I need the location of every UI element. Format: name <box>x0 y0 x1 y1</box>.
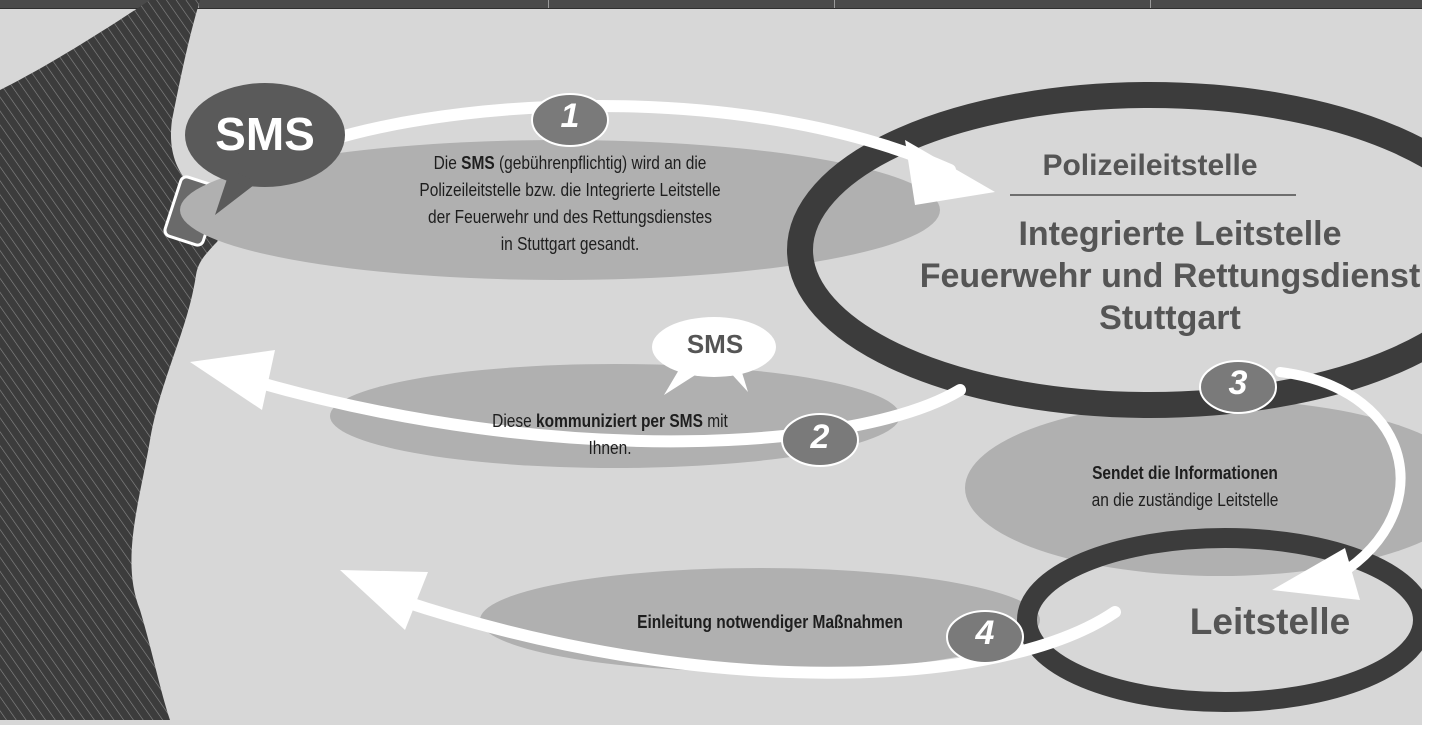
badge-step2 <box>781 413 859 467</box>
central-ring <box>787 82 1440 418</box>
arrow-step4 <box>394 594 1121 679</box>
arrow-head-step4 <box>340 570 428 630</box>
badge-step4 <box>946 610 1024 664</box>
sms-bubble-small-tail2 <box>728 366 748 392</box>
arrow-step1 <box>324 99 956 176</box>
step2-description: Diese kommuniziert per SMS mit Ihnen. <box>430 408 790 462</box>
sms-bubble-small <box>652 317 776 377</box>
person-silhouette <box>0 0 227 720</box>
step1-line: der Feuerwehr und des Rettungsdienstes <box>428 207 712 227</box>
step1-ellipse <box>180 140 940 280</box>
step1-line: in Stuttgart gesandt. <box>500 234 640 254</box>
nav-separator <box>1150 0 1151 8</box>
sms-bubble-large-tail <box>215 170 258 215</box>
sms-bubble-large <box>185 83 345 187</box>
step2-line: Ihnen. <box>588 438 632 458</box>
integrierte-leitstelle-line3: Stuttgart <box>1099 299 1241 337</box>
leitstelle-title: Leitstelle <box>1189 601 1351 642</box>
step3-ellipse <box>965 400 1440 576</box>
badge-step3 <box>1199 360 1277 414</box>
step3-description: Sendet die Informationen an die zuständi… <box>1015 460 1355 514</box>
arrow-head-step3 <box>1272 548 1360 600</box>
step4-number: 4 <box>975 614 995 652</box>
badge-step1 <box>531 93 609 147</box>
step4-description: Einleitung notwendiger Maßnahmen <box>560 609 980 636</box>
integrierte-leitstelle-line2: Feuerwehr und Rettungsdienst <box>919 257 1421 295</box>
step2-line: Diese kommuniziert per SMS mit <box>492 411 728 431</box>
polizeileitstelle-title: Polizeileitstelle <box>1042 149 1258 182</box>
step3-line: an die zuständige Leitstelle <box>1091 490 1279 510</box>
sms-label-large: SMS <box>215 108 315 160</box>
right-edge <box>1422 0 1440 731</box>
bottom-edge <box>0 725 1440 731</box>
step1-line: Die SMS (gebührenpflichtig) wird an die <box>433 153 707 173</box>
step2-number: 2 <box>810 418 830 456</box>
arrow-head-step2 <box>190 350 275 410</box>
sms-label-small: SMS <box>686 329 744 359</box>
arrow-head-step1 <box>905 140 995 205</box>
step4-ellipse <box>480 568 1040 672</box>
nav-separator <box>834 0 835 8</box>
step3-number: 3 <box>1228 364 1248 402</box>
sms-bubble-small-tail <box>664 368 700 395</box>
step1-number: 1 <box>560 97 580 135</box>
step4-line: Einleitung notwendiger Maßnahmen <box>637 612 903 632</box>
step1-line: Polizeileitstelle bzw. die Integrierte L… <box>419 180 721 200</box>
title-underline <box>1010 194 1296 196</box>
arrow-step3 <box>1275 367 1406 585</box>
nav-separator <box>548 0 549 8</box>
arrow-step2 <box>244 374 966 448</box>
integrierte-leitstelle-line1: Integrierte Leitstelle <box>1018 215 1342 253</box>
step1-description: Die SMS (gebührenpflichtig) wird an die … <box>370 150 770 258</box>
step3-line: Sendet die Informationen <box>1092 463 1278 483</box>
